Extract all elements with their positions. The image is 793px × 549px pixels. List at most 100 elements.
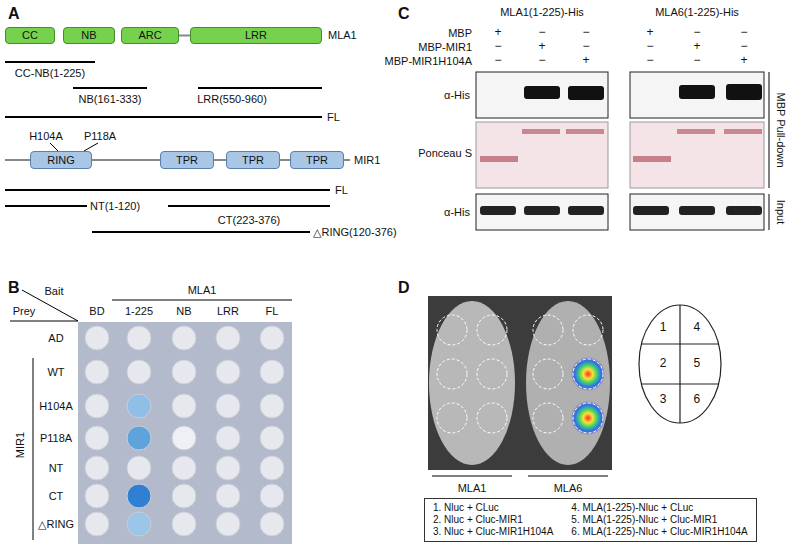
group-header: MLA1(1-225)-His bbox=[500, 6, 584, 19]
position-number: 6 bbox=[693, 393, 700, 407]
blot-panel bbox=[476, 72, 608, 118]
colony bbox=[260, 512, 284, 536]
blot-band bbox=[524, 206, 560, 215]
colony bbox=[172, 326, 196, 350]
domain-box: NB bbox=[63, 27, 115, 44]
colony bbox=[216, 512, 240, 536]
yeast-plate bbox=[10, 290, 292, 544]
fraction-bracket bbox=[769, 194, 770, 230]
colony bbox=[85, 512, 109, 536]
luciferase-image bbox=[428, 296, 612, 476]
domain-name: CC bbox=[22, 29, 38, 42]
colony bbox=[85, 360, 109, 384]
colony bbox=[260, 394, 284, 418]
stain-panel bbox=[630, 122, 764, 188]
key-entry: 1. Nluc + CLuc bbox=[433, 502, 553, 514]
colony bbox=[85, 456, 109, 480]
infiltration-circle bbox=[533, 359, 563, 389]
leaf-underline bbox=[432, 476, 512, 477]
construct-label: CT(223-376) bbox=[218, 214, 280, 227]
panel-letter: B bbox=[8, 279, 20, 297]
construct-line bbox=[5, 205, 87, 207]
mutation-label: H104A bbox=[29, 130, 63, 143]
column-label: NB bbox=[176, 305, 191, 318]
position-map: 142536 bbox=[638, 304, 722, 424]
row-label: CT bbox=[49, 490, 64, 503]
domain-name: LRR bbox=[245, 29, 267, 42]
construct-label: MLA6 bbox=[554, 482, 583, 495]
blot-band bbox=[633, 206, 669, 215]
sign-mark: − bbox=[646, 54, 653, 68]
sign-mark: + bbox=[538, 40, 545, 54]
column-label: 1-225 bbox=[125, 305, 153, 318]
leaf-photo bbox=[428, 296, 612, 470]
colony bbox=[127, 456, 151, 480]
row-label: MBP bbox=[448, 27, 472, 40]
group-header: MLA6(1-225)-His bbox=[655, 6, 739, 19]
key-entry: 5. MLA(1-225)-Nluc + Cluc-MIR1 bbox=[571, 514, 747, 526]
colony bbox=[260, 484, 284, 508]
sign-mark: + bbox=[646, 26, 653, 40]
colony bbox=[85, 426, 109, 450]
blot-band bbox=[679, 206, 715, 215]
row-label: H104A bbox=[39, 400, 73, 413]
domain-box: TPR bbox=[226, 151, 280, 169]
prey-group-label: MIR1 bbox=[14, 432, 27, 458]
leaf bbox=[526, 301, 610, 465]
blot-panel bbox=[630, 72, 764, 118]
colony bbox=[127, 360, 151, 384]
mutation-label: P118A bbox=[84, 130, 116, 143]
column-label: LRR bbox=[217, 305, 239, 318]
stain-band bbox=[480, 156, 518, 162]
position-number: 2 bbox=[660, 357, 667, 371]
position-number: 1 bbox=[660, 321, 667, 335]
linker-line bbox=[179, 35, 190, 37]
colony bbox=[260, 426, 284, 450]
position-number: 5 bbox=[693, 357, 700, 371]
header-line bbox=[10, 321, 78, 322]
protein-name: MLA1 bbox=[328, 29, 357, 42]
colony bbox=[172, 456, 196, 480]
key-entry: 2. Nluc + Cluc-MIR1 bbox=[433, 514, 553, 526]
construct-label: FL bbox=[327, 111, 340, 124]
construct-line bbox=[198, 87, 322, 89]
antibody-label: α-His bbox=[444, 89, 470, 102]
mutation-tick bbox=[50, 143, 58, 151]
colony bbox=[216, 456, 240, 480]
infiltration-circle bbox=[477, 359, 507, 389]
domain-name: RING bbox=[47, 154, 75, 167]
signal-spot bbox=[571, 401, 605, 435]
infiltration-circle bbox=[437, 403, 467, 433]
construct-label: FL bbox=[335, 184, 348, 197]
key-entry: 4. MLA(1-225)-Nluc + CLuc bbox=[571, 502, 747, 514]
group-bracket bbox=[33, 358, 34, 540]
blue-colony bbox=[127, 426, 151, 450]
plate-image bbox=[78, 322, 292, 544]
mutation-tick bbox=[84, 143, 98, 151]
ellipse-outline bbox=[638, 304, 722, 424]
sign-mark: − bbox=[494, 40, 501, 54]
cell-divider bbox=[641, 343, 718, 344]
domain-name: TPR bbox=[242, 154, 264, 167]
sign-mark: + bbox=[582, 54, 589, 68]
blot-panel bbox=[630, 194, 764, 230]
colony bbox=[172, 394, 196, 418]
panel-letter: C bbox=[398, 5, 410, 23]
fraction-bracket bbox=[769, 72, 770, 188]
row-label: AD bbox=[48, 332, 63, 345]
domain-map bbox=[5, 36, 350, 233]
stain-band bbox=[522, 129, 560, 134]
stain-band bbox=[633, 156, 671, 162]
infiltration-circle bbox=[533, 315, 563, 345]
construct-line bbox=[5, 116, 322, 118]
fraction-label: Input bbox=[775, 200, 788, 224]
infiltration-circle bbox=[573, 403, 603, 433]
sign-mark: − bbox=[740, 26, 747, 40]
cell-divider bbox=[641, 383, 718, 384]
construct-label: CC-NB(1-225) bbox=[15, 67, 85, 80]
ellipse-shape bbox=[639, 305, 721, 423]
blot-band bbox=[726, 206, 762, 215]
protein-name: MIR1 bbox=[354, 154, 380, 167]
position-number: 3 bbox=[660, 393, 667, 407]
